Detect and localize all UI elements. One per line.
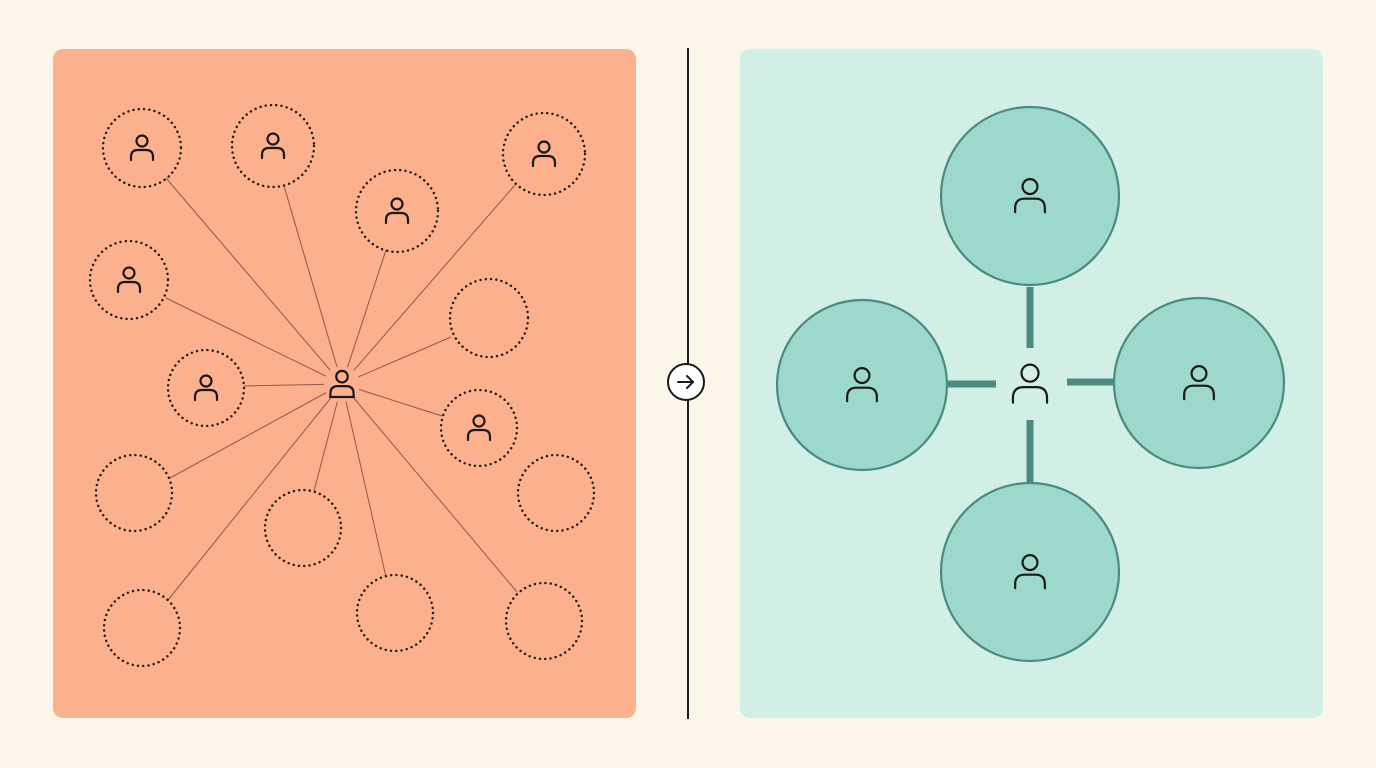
connection-line-n9: [169, 383, 343, 479]
scattered-node-n9: [94, 453, 174, 533]
connection-line-n10: [313, 383, 343, 492]
person-icon: [193, 374, 219, 402]
connection-line-n4: [341, 249, 387, 385]
focused-node-top: [939, 105, 1121, 287]
connection-line-n13: [341, 383, 387, 578]
scattered-node-n12: [102, 588, 182, 668]
person-icon: [846, 367, 878, 403]
hub-person-icon: [329, 369, 355, 398]
scattered-node-n1: [101, 107, 183, 189]
scattered-node-n8: [439, 388, 519, 468]
focused-connectors: [948, 287, 1114, 482]
person-icon: [384, 197, 410, 225]
connection-line-n6: [341, 336, 452, 385]
person-icon: [1183, 365, 1215, 401]
focused-nodes: [775, 105, 1286, 663]
connection-line-n12: [167, 383, 343, 601]
scattered-node-n13: [355, 573, 435, 653]
scattered-nodes: [88, 103, 596, 668]
arrow-right-glyph: [677, 375, 694, 389]
person-icon: [1014, 178, 1046, 214]
arrow-right-icon[interactable]: [667, 363, 705, 401]
scattered-node-n7: [166, 348, 246, 428]
scattered-connections: [165, 177, 518, 601]
focused-hub: [1011, 363, 1049, 404]
focused-node-bottom: [939, 481, 1121, 663]
person-icon: [116, 266, 142, 294]
connection-line-n3: [341, 184, 516, 385]
scattered-node-n4: [354, 168, 440, 254]
person-icon: [531, 140, 557, 168]
scattered-hub: [324, 366, 360, 402]
person-icon: [466, 414, 492, 442]
scattered-node-n10: [263, 488, 343, 568]
hub-backdrop: [324, 366, 360, 402]
person-icon: [129, 134, 155, 162]
connection-line-n2: [283, 185, 343, 385]
focused-node-left: [775, 298, 949, 472]
scattered-node-n5: [88, 239, 170, 321]
connection-line-n14: [341, 383, 518, 593]
scattered-node-n2: [230, 103, 316, 189]
hub-person-icon: [1011, 363, 1049, 404]
scattered-node-n14: [504, 581, 584, 661]
scattered-node-n6: [448, 277, 530, 359]
person-icon: [260, 132, 286, 160]
person-icon: [1014, 554, 1046, 590]
scattered-node-n11: [516, 453, 596, 533]
focused-node-right: [1112, 296, 1286, 470]
scattered-node-n3: [501, 111, 587, 197]
connection-line-n5: [165, 297, 343, 385]
connection-line-n1: [165, 177, 343, 385]
